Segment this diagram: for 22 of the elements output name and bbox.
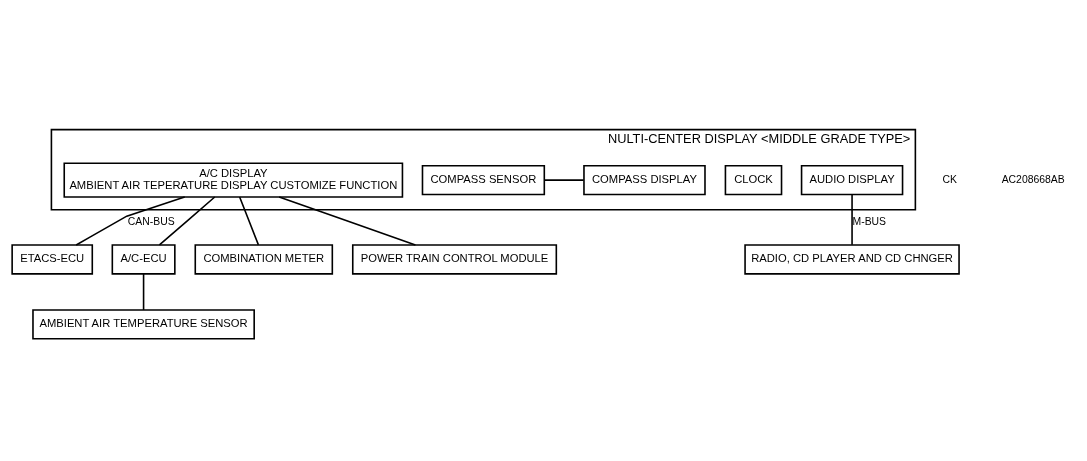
node-box: POWER TRAIN CONTROL MODULE [351,243,558,275]
node-box: A/C DISPLAY AMBIENT AIR TEPERATURE DISPLAY CUSTOMIZE FUNCTION [63,162,404,198]
connector [278,195,417,246]
node-box: A/C-ECU [111,243,176,275]
label: CK [942,173,958,185]
connector [75,195,186,246]
connector [238,195,260,246]
connector [142,272,145,311]
edge-label: CAN-BUS [127,215,175,227]
node-box: COMBINATION METER [194,243,334,275]
node-box: AUDIO DISPLAY [800,164,904,195]
label: AC208668AB [1001,173,1065,185]
node-box: CLOCK [724,164,783,195]
node-box: AMBIENT AIR TEMPERATURE SENSOR [32,308,255,340]
node-box: RADIO, CD PLAYER AND CD CHNGER [744,243,960,275]
connector [851,193,853,246]
node-box: COMPASS DISPLAY [583,164,706,195]
node-box: ETACS-ECU [11,243,94,275]
node-box: COMPASS SENSOR [421,164,546,195]
edge-label: M-BUS [852,215,887,227]
connector [158,195,216,246]
connector [543,178,585,181]
